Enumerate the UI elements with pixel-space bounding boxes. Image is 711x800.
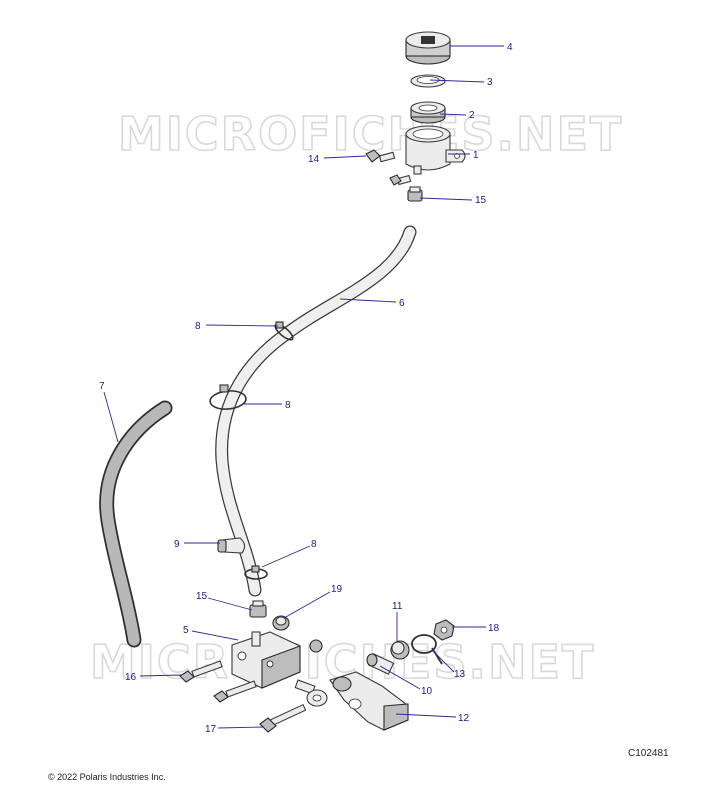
retaining-spring-clip	[411, 634, 443, 665]
brake-fluid-reservoir	[405, 125, 466, 175]
callout-11: 11	[392, 601, 403, 612]
callout-9: 9	[174, 539, 180, 550]
reservoir-diaphragm-plate	[410, 74, 446, 88]
hose-clip-upper	[274, 321, 294, 341]
callout-4: 4	[507, 42, 513, 53]
vent-hose	[99, 400, 173, 648]
callout-5: 5	[183, 625, 189, 636]
hose-retainer-clip	[217, 537, 246, 554]
callout-12: 12	[458, 713, 470, 724]
callout-16: 16	[125, 672, 137, 683]
callout-15-top: 15	[475, 195, 487, 206]
callout-17: 17	[205, 724, 217, 735]
callout-6: 6	[399, 298, 405, 309]
callout-13: 13	[454, 669, 466, 680]
flange-nut	[433, 619, 455, 641]
clevis-bracket	[329, 671, 409, 731]
pin-bushing	[366, 653, 395, 675]
reservoir-mount-bolt-lower	[389, 174, 412, 186]
master-cylinder-bolt-middle	[213, 680, 257, 703]
reservoir-hose	[215, 225, 417, 597]
callout-19: 19	[331, 584, 343, 595]
brake-master-cylinder	[231, 631, 323, 695]
hose-clip-middle	[209, 384, 247, 410]
reservoir-cap	[405, 31, 451, 65]
callout-3: 3	[487, 77, 493, 88]
mount-bolt-long	[259, 703, 307, 733]
boot-seal	[390, 640, 410, 660]
hose-clamp-lower	[249, 600, 267, 618]
callout-18: 18	[488, 623, 500, 634]
callout-8-lower: 8	[311, 539, 317, 550]
hose-clamp-top	[407, 186, 423, 202]
grommet	[272, 615, 290, 631]
callout-8-upper: 8	[195, 321, 201, 332]
reservoir-diaphragm	[410, 101, 446, 124]
callout-10: 10	[421, 686, 433, 697]
reservoir-mount-bolt	[365, 149, 396, 163]
copyright-notice: © 2022 Polaris Industries Inc.	[48, 772, 166, 782]
master-cylinder-bolt-upper	[179, 660, 223, 683]
washer	[306, 689, 328, 707]
callout-14: 14	[308, 154, 320, 165]
callout-2: 2	[469, 110, 475, 121]
hose-clip-lower	[244, 565, 268, 580]
reference-code: C102481	[628, 748, 669, 759]
callout-7: 7	[99, 381, 105, 392]
callout-15-lower: 15	[196, 591, 208, 602]
callout-8-middle: 8	[285, 400, 291, 411]
callout-1: 1	[473, 150, 479, 161]
